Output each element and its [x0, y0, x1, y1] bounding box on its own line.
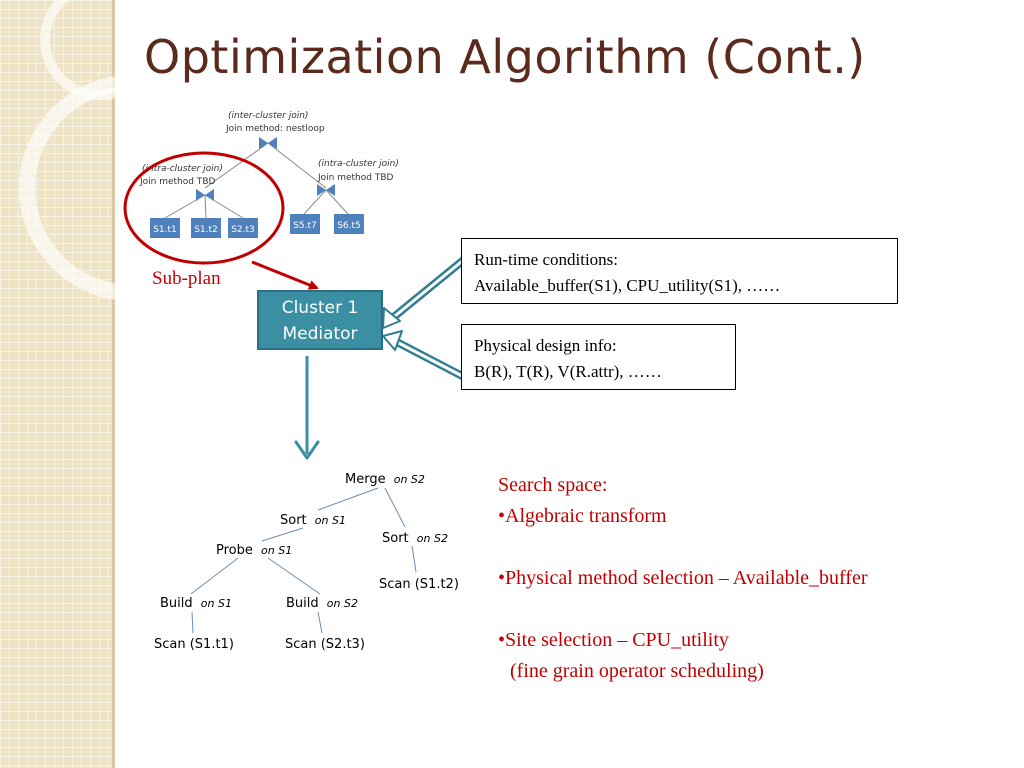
node-scan-s1t1: Scan (S1.t1): [154, 637, 234, 652]
node-build-right-label: Build: [286, 596, 319, 611]
search-item-site-selection: •Site selection – CPU_utility: [498, 629, 729, 651]
node-merge-label: Merge: [345, 472, 386, 487]
mediator-line2: Mediator: [282, 324, 358, 344]
node-sort-left-site: on S1: [315, 514, 346, 527]
node-probe-label: Probe: [216, 543, 253, 558]
leaf-s6t5-label: S6.t5: [337, 221, 361, 231]
search-item-site-note: (fine grain operator scheduling): [510, 660, 764, 682]
node-probe: Probe on S1: [216, 543, 292, 558]
mediator-to-plan-arrow: [294, 356, 320, 460]
node-build-left: Build on S1: [160, 596, 232, 611]
decorative-side-strip: [0, 0, 112, 768]
node-sort-left: Sort on S1: [280, 513, 346, 528]
subplan-highlight-ellipse: [123, 151, 285, 265]
subplan-edge: [267, 142, 327, 189]
subplan-root-method: Join method: nestloop: [225, 124, 325, 134]
spacer: [498, 532, 868, 563]
physical-design-box: Physical design info: B(R), T(R), V(R.at…: [461, 324, 736, 390]
subplan-left-method: Join method TBD: [139, 177, 216, 187]
subplan-edge: [204, 194, 207, 219]
subplan-label: Sub-plan: [152, 268, 221, 289]
node-probe-site: on S1: [261, 544, 292, 557]
search-space-list: Search space: •Algebraic transform •Phys…: [498, 470, 868, 687]
node-scan-s1t2: Scan (S1.t2): [379, 577, 459, 592]
leaf-s1t2: [191, 218, 221, 238]
cluster-mediator-box: Cluster 1 Mediator: [257, 290, 383, 350]
subplan-right-note: (intra-cluster join): [318, 159, 399, 169]
subplan-root-join-icon: [259, 137, 277, 149]
subplan-root-note: (inter-cluster join): [228, 111, 308, 121]
subplan-edge: [303, 189, 327, 215]
leaf-s5t7-label: S5.t7: [293, 221, 317, 231]
slide-title: Optimization Algorithm (Cont.): [144, 30, 866, 84]
leaf-s6t5: [334, 214, 364, 234]
node-merge-site: on S2: [394, 473, 425, 486]
subplan-left-join-icon: [196, 189, 214, 201]
subplan-edge: [204, 142, 269, 189]
node-sort-left-label: Sort: [280, 513, 307, 528]
physical-plan-tree: Merge on S2 Sort on S1 Sort on S2 Probe …: [154, 472, 459, 652]
node-build-right-site: on S2: [327, 597, 358, 610]
search-space-heading: Search space:: [498, 474, 608, 496]
leaf-s1t2-label: S1.t2: [194, 225, 218, 235]
leaf-s1t1: [150, 218, 180, 238]
leaf-s2t3: [228, 218, 258, 238]
leaf-s2t3-label: S2.t3: [231, 225, 255, 235]
node-build-left-label: Build: [160, 596, 193, 611]
node-sort-right-label: Sort: [382, 531, 409, 546]
physical-values: B(R), T(R), V(R.attr), ……: [474, 362, 662, 381]
runtime-to-mediator-arrow: [382, 254, 470, 329]
node-build-right: Build on S2: [286, 596, 358, 611]
side-strip-edge: [112, 0, 115, 768]
subplan-right-method: Join method TBD: [317, 173, 394, 183]
node-build-left-site: on S1: [201, 597, 232, 610]
node-sort-right: Sort on S2: [382, 531, 448, 546]
search-item-algebraic: •Algebraic transform: [498, 505, 667, 527]
leaf-s5t7: [290, 214, 320, 234]
physical-to-mediator-arrow: [382, 330, 470, 382]
physical-heading: Physical design info:: [474, 336, 617, 355]
subplan-edge: [325, 189, 349, 215]
leaf-s1t1-label: S1.t1: [153, 225, 177, 235]
mediator-line1: Cluster 1: [281, 298, 359, 318]
subplan-to-mediator-arrow: [251, 260, 319, 290]
subplan-right-join-icon: [317, 184, 335, 196]
spacer: [498, 594, 868, 625]
node-scan-s2t3: Scan (S2.t3): [285, 637, 365, 652]
runtime-conditions-box: Run-time conditions: Available_buffer(S1…: [461, 238, 898, 304]
subplan-left-note: (intra-cluster join): [142, 164, 223, 174]
runtime-values: Available_buffer(S1), CPU_utility(S1), ……: [474, 276, 781, 295]
node-merge: Merge on S2: [345, 472, 425, 487]
node-sort-right-site: on S2: [417, 532, 448, 545]
search-item-physical-method: •Physical method selection – Available_b…: [498, 567, 868, 589]
runtime-heading: Run-time conditions:: [474, 250, 619, 269]
subplan-tree: (inter-cluster join) Join method: nestlo…: [139, 111, 399, 238]
